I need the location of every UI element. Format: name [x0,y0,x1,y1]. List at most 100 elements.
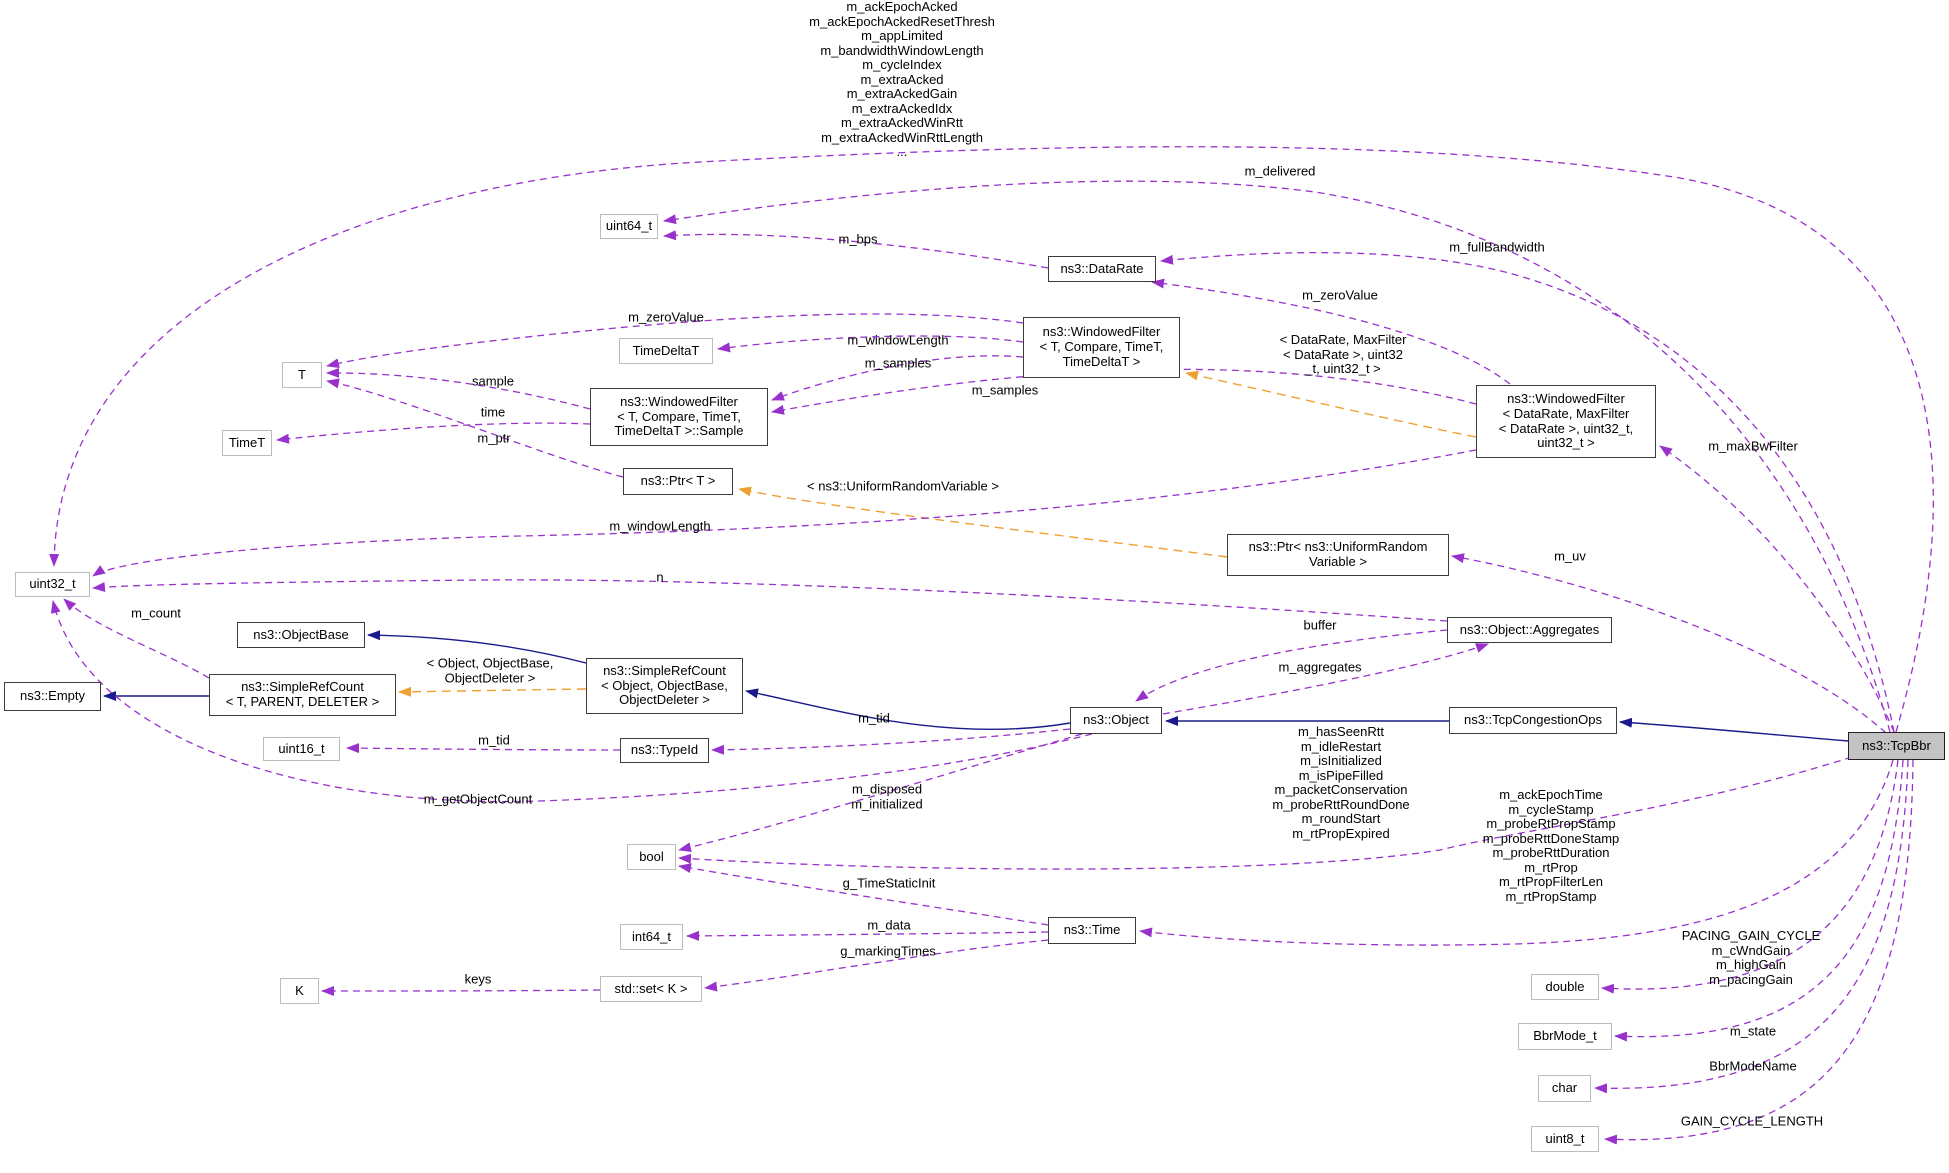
edge-label-tcpbbr-bool-members: m_hasSeenRtt m_idleRestart m_isInitializ… [1272,723,1410,841]
edge-label-m-uv: m_uv [1554,548,1586,564]
edge-template-ptrurv-ptrt [738,486,1228,558]
edge-tcpbbr-datarate-fullbandwidth [1160,251,1895,733]
node-bbrmode-t[interactable]: BbrMode_t [1518,1023,1612,1050]
edge-datarate-uint64-bps [663,230,1049,269]
node-windowedfilter-generic[interactable]: ns3::WindowedFilter < T, Compare, TimeT,… [1023,317,1180,378]
node-timet[interactable]: TimeT [222,430,272,456]
edge-label-object-bool-members: m_disposed m_initialized [851,781,923,811]
edge-time-set-markingtimes [704,939,1049,992]
edge-label-m-bps: m_bps [838,231,878,247]
edge-label-time: time [480,404,506,420]
node-std-set-k[interactable]: std::set< K > [600,976,702,1002]
edge-srcgeneric-uint32-mcount [63,598,210,679]
node-ptr-t[interactable]: ns3::Ptr< T > [623,468,733,495]
edge-label-m-samples-left: m_samples [864,355,932,371]
node-uint64-t[interactable]: uint64_t [600,214,658,239]
edge-ptrt-t-mptr [326,378,624,478]
edge-label-m-fullbandwidth: m_fullBandwidth [1449,239,1545,255]
node-simplerefcount-object[interactable]: ns3::SimpleRefCount < Object, ObjectBase… [586,658,743,714]
node-object[interactable]: ns3::Object [1070,707,1162,734]
node-empty[interactable]: ns3::Empty [4,682,101,711]
node-double[interactable]: double [1531,974,1599,1000]
edge-label-keys: keys [464,971,492,987]
node-simplerefcount-generic[interactable]: ns3::SimpleRefCount < T, PARENT, DELETER… [209,674,396,716]
edge-aggregates-uint32-n [92,579,1448,622]
edge-label-buffer: buffer [1303,617,1337,633]
edge-wfdatarate-uint32-windowlength [92,449,1477,577]
node-datarate[interactable]: ns3::DataRate [1048,256,1156,282]
edge-label-m-data: m_data [867,917,911,933]
edge-object-typeid-mtid [711,728,1071,755]
edge-label-sample: sample [472,373,514,389]
edge-tcpbbr-ptrurv-uv [1451,553,1887,734]
edge-label-bbrmodename: BbrModeName [1709,1058,1797,1074]
edge-tcpbbr-bbrmode-mstate [1614,759,1904,1042]
edge-label-m-state: m_state [1729,1023,1777,1039]
edge-wfgeneric-timedeltat-windowlength [717,335,1024,353]
node-timedeltat[interactable]: TimeDeltaT [619,338,713,364]
edge-sample-t-sample [326,367,591,410]
edge-object-uint32-getobjectcount [50,600,1093,803]
edge-template-wfdatarate-wfgeneric [1185,370,1477,438]
node-char[interactable]: char [1538,1075,1591,1102]
node-bool[interactable]: bool [627,844,676,870]
edge-label-gain-cycle-length: GAIN_CYCLE_LENGTH [1680,1113,1824,1129]
edge-label-m-windowlength-mid: m_windowLength [609,518,711,534]
edge-tcpbbr-uint64-delivered [663,180,1891,733]
edge-label-m-maxbwfilter: m_maxBwFilter [1708,438,1798,454]
edge-label-m-delivered: m_delivered [1244,163,1316,179]
edge-label-m-aggregates: m_aggregates [1278,659,1362,675]
edge-label-m-zerovalue-left: m_zeroValue [628,309,704,325]
node-windowedfilter-sample[interactable]: ns3::WindowedFilter < T, Compare, TimeT,… [590,388,768,446]
edge-label-m-ptr: m_ptr [477,430,511,446]
edge-label-tcpbbr-double-members: PACING_GAIN_CYCLE m_cWndGain m_highGain … [1681,927,1821,987]
edge-tcpbbr-double-members [1601,759,1899,994]
node-time[interactable]: ns3::Time [1048,917,1136,944]
edge-set-k-keys [321,985,601,996]
edge-label-m-tid-right: m_tid [858,710,890,726]
node-int64-t[interactable]: int64_t [620,924,683,950]
node-k[interactable]: K [280,978,319,1004]
edge-inherit-object-srcobject [745,688,1071,731]
edge-label-m-tid-left: m_tid [478,732,510,748]
node-tcpcongestionops[interactable]: ns3::TcpCongestionOps [1449,707,1617,734]
node-uint8-t[interactable]: uint8_t [1531,1126,1599,1152]
edge-tcpbbr-uint32 [49,146,1934,733]
edge-label-m-getobjectcount: m_getObjectCount [423,791,533,807]
node-windowedfilter-datarate[interactable]: ns3::WindowedFilter < DataRate, MaxFilte… [1476,385,1656,458]
edge-wfgeneric-t-zerovalue [326,313,1024,369]
edge-sample-timet-time [276,422,591,444]
edge-label-template-urv: < ns3::UniformRandomVariable > [807,478,999,494]
node-tcpbbr[interactable]: ns3::TcpBbr [1848,732,1945,760]
edge-label-tcpbbr-uint32-members: m_ackEpochAcked m_ackEpochAckedResetThre… [809,0,995,160]
edge-inherit-srcobject-objectbase [367,630,587,664]
edge-object-bool-disposed [678,733,1083,853]
node-objectbase[interactable]: ns3::ObjectBase [237,622,365,648]
edge-label-m-zerovalue-right: m_zeroValue [1302,287,1378,303]
edge-label-m-samples-right: m_samples [971,382,1039,398]
node-t[interactable]: T [282,362,322,388]
edge-tcpbbr-time-members [1139,759,1894,946]
edge-tcpbbr-wfdatarate-maxbwfilter [1659,445,1895,733]
edge-time-bool-timestaticinit [678,863,1049,926]
edge-tcpbbr-char-bbrmodename [1594,759,1909,1094]
edge-aggregates-object-buffer [1135,629,1448,702]
edge-template-srcobject-srcgeneric [398,686,587,697]
node-uint16-t[interactable]: uint16_t [263,737,340,761]
node-uint32-t[interactable]: uint32_t [15,572,90,597]
node-ptr-uniformrandomvariable[interactable]: ns3::Ptr< ns3::UniformRandom Variable > [1227,534,1449,576]
edge-tcpbbr-bool-flags [678,756,1853,870]
edge-typeid-uint16-mtid [346,743,621,754]
edge-label-g-timestaticinit: g_TimeStaticInit [842,875,936,891]
edge-time-int64-mdata [686,930,1049,941]
node-object-aggregates[interactable]: ns3::Object::Aggregates [1447,617,1612,643]
node-typeid[interactable]: ns3::TypeId [620,738,709,763]
edge-label-m-count: m_count [131,605,181,621]
edge-object-aggregates-maggregates [1162,643,1489,715]
edge-inherit-tcpbbr-tcpcongestionops [1619,717,1849,742]
edge-label-template-datarate: < DataRate, MaxFilter < DataRate >, uint… [1279,332,1407,377]
edge-label-g-markingtimes: g_markingTimes [840,943,936,959]
edge-label-m-windowlength-top: m_windowLength [847,332,949,348]
edge-label-template-object: < Object, ObjectBase, ObjectDeleter > [426,655,554,685]
